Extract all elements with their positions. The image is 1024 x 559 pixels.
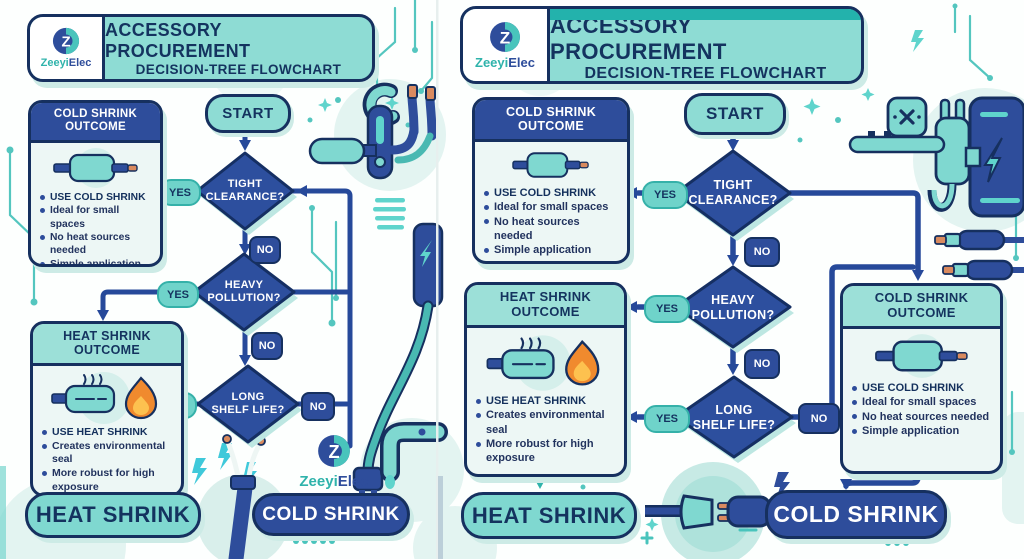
cable-connector-icon: [934, 229, 1024, 281]
bullet-item: Simple application: [851, 424, 994, 438]
terminal-cold-shrink: COLD SHRINK: [765, 490, 947, 539]
bullet-item: Ideal for small spaces: [39, 204, 154, 231]
brand-name: ZeeyiElec: [40, 57, 92, 69]
yes-badge: YES: [642, 181, 688, 209]
footer-logo-icon: Z: [318, 435, 350, 467]
footer-logo: Z ZeeyiElec: [288, 434, 380, 490]
diamond-long-shelf-left: [196, 364, 300, 444]
cold-shrink-tube-icon: [874, 334, 968, 378]
heat-shrink-flame-icon: [51, 372, 158, 424]
terminal-heat-shrink: HEAT SHRINK: [25, 492, 201, 538]
brand-logo-icon: Z: [52, 27, 80, 55]
plug-icon: [927, 98, 982, 212]
connector-bar-icon: [848, 131, 946, 154]
wrench-icon: [362, 82, 400, 180]
header-top-strip: [550, 9, 861, 20]
bullet-item: More robust for high exposure: [475, 437, 618, 466]
lightning-icon: [192, 30, 924, 500]
signal-lines-decor: [373, 198, 406, 230]
cold-shrink-tube-icon: [52, 147, 138, 188]
header-card-left: Z ZeeyiElec ACCESSORY PROCUREMENT DECISI…: [27, 14, 375, 82]
diamond-tight-clearance-left: [195, 151, 295, 231]
yes-badge: YES: [157, 281, 199, 308]
brand-logo: Z ZeeyiElec: [30, 17, 105, 79]
yes-badge: YES: [644, 405, 690, 433]
bullet-item: Simple application: [483, 243, 621, 257]
bullet-item: No heat sources needed: [851, 410, 994, 424]
bullet-item: USE HEAT SHRINK: [475, 394, 618, 408]
svg-text:Z: Z: [61, 34, 70, 51]
start-node-left: START: [205, 94, 291, 133]
bullet-item: USE COLD SHRINK: [851, 381, 994, 395]
bullet-item: Creates environmental seal: [41, 440, 175, 467]
footer-brand-name: ZeeyiElec: [299, 473, 369, 490]
title-line1: ACCESSORY PROCUREMENT: [105, 19, 251, 61]
svg-text:Z: Z: [328, 442, 339, 462]
diamond-heavy-pollution-right: [674, 265, 792, 349]
header-card-right: Z ZeeyiElec ACCESSORY PROCUREMENT DECISI…: [460, 6, 864, 84]
bullet-item: Ideal for small spaces: [483, 200, 621, 214]
diamond-long-shelf-right: [674, 375, 794, 459]
title-line1: ACCESSORY PROCUREMENT: [550, 13, 727, 64]
page-title: ACCESSORY PROCUREMENT DECISION-TREE FLOW…: [550, 9, 861, 81]
cable-icon: [387, 84, 437, 164]
brand-logo: Z ZeeyiElec: [463, 9, 550, 81]
no-badge: NO: [249, 236, 281, 264]
plus-minus-decor: [640, 528, 758, 545]
faucet-icon: [380, 422, 448, 489]
heat-shrink-flame-icon: [486, 335, 599, 391]
no-badge: NO: [251, 332, 283, 360]
sparkle-icon: [318, 88, 875, 531]
diamond-tight-clearance-right: [674, 149, 792, 237]
no-badge: NO: [301, 392, 335, 421]
connector-arrows-right: [626, 140, 924, 490]
panel-seam: [436, 0, 439, 559]
bullet-item: Ideal for small spaces: [851, 395, 994, 409]
page-title: ACCESSORY PROCUREMENT DECISION-TREE FLOW…: [105, 17, 372, 79]
yes-badge: YES: [159, 179, 201, 206]
edge-sliver-left: [0, 466, 6, 559]
bullet-item: No heat sources needed: [39, 231, 154, 258]
bullet-item: Creates environmental seal: [475, 408, 618, 437]
no-badge: NO: [744, 237, 780, 267]
status-chip-icon: [886, 96, 928, 138]
plug-cable-icon: [352, 300, 434, 499]
title-line2: DECISION-TREE FLOWCHART: [584, 65, 827, 82]
terminal-cold-shrink: COLD SHRINK: [252, 493, 410, 536]
title-line2: DECISION-TREE FLOWCHART: [135, 61, 342, 77]
bullet-item: USE COLD SHRINK: [483, 186, 621, 200]
brand-logo-icon: Z: [490, 21, 520, 52]
decision-diamonds: [192, 149, 796, 463]
bullet-item: No heat sources needed: [483, 215, 621, 244]
bullet-item: Simple application: [39, 258, 154, 264]
terminal-heat-shrink: HEAT SHRINK: [461, 492, 637, 539]
start-node-right: START: [684, 93, 786, 135]
bullet-item: More robust for high exposure: [41, 467, 175, 494]
edge-sliver-seam: [438, 476, 443, 559]
no-badge: NO: [744, 349, 780, 379]
diamond-heavy-pollution-left: [192, 252, 296, 332]
bullet-item: USE HEAT SHRINK: [41, 426, 175, 440]
svg-text:Z: Z: [500, 28, 510, 47]
cold-shrink-tube-icon: [512, 152, 589, 178]
connector-tube-icon: [308, 137, 377, 165]
yes-badge: YES: [644, 295, 690, 323]
bullet-item: USE COLD SHRINK: [39, 191, 154, 204]
no-badge: NO: [798, 403, 840, 434]
brand-name: ZeeyiElec: [475, 54, 535, 70]
